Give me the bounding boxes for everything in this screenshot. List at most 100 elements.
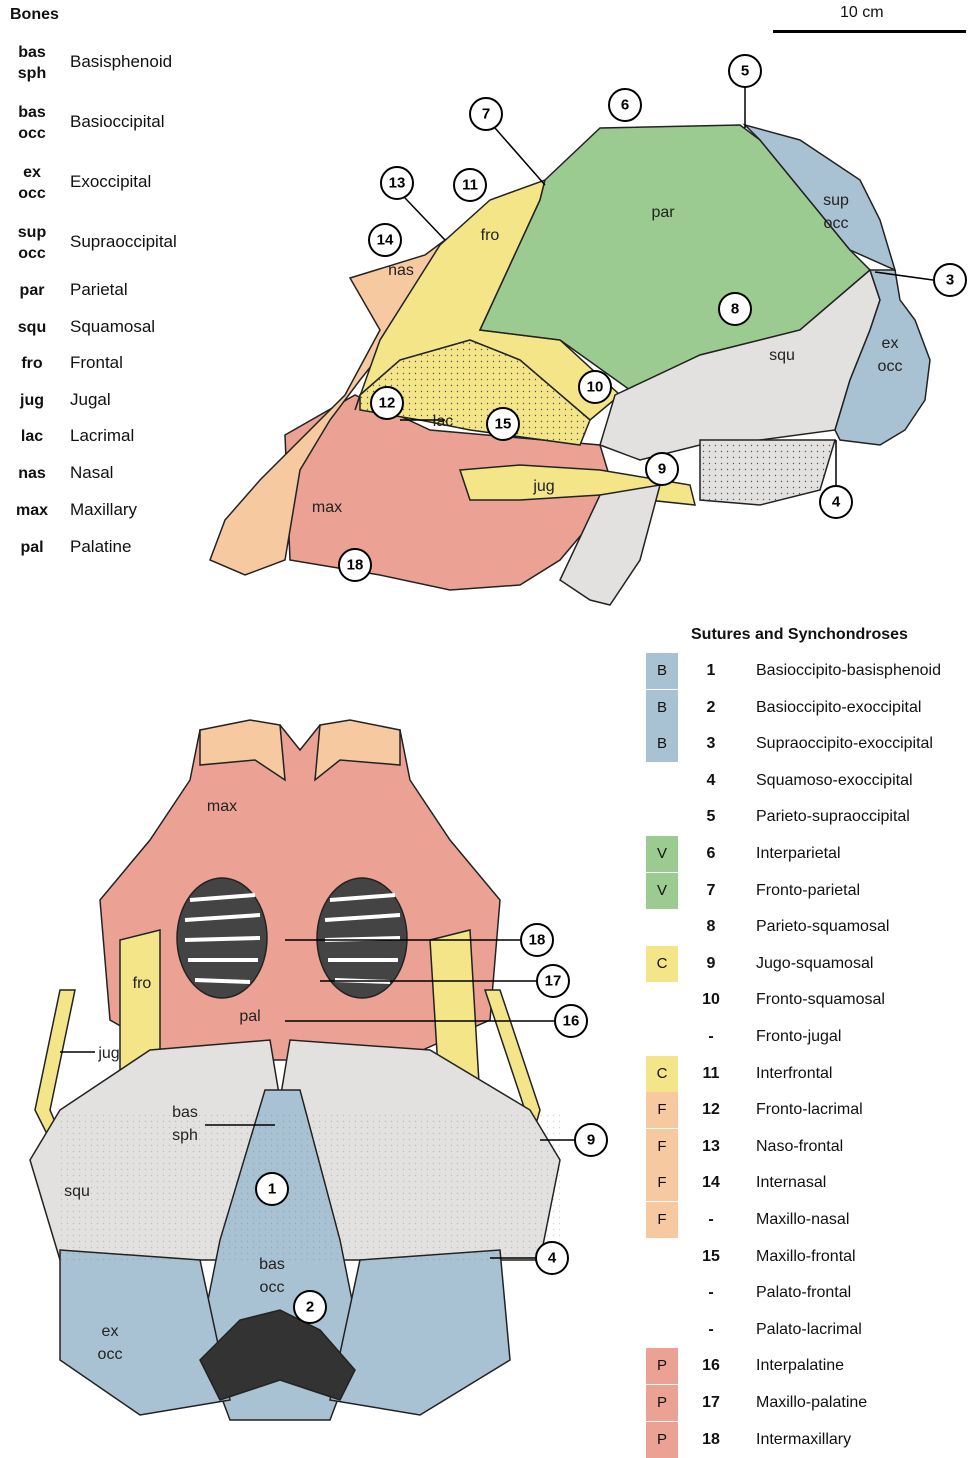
suture-row: -Palato-frontal [646,1275,969,1311]
lateral-callout-12: 12 [371,387,403,419]
suture-number: 12 [692,1092,730,1128]
ventral-label-occ: occ [260,1279,285,1296]
lateral-callout-11: 11 [454,169,486,201]
suture-type-swatch: C [646,1056,678,1092]
svg-text:1: 1 [268,1181,276,1198]
lateral-callout-9: 9 [646,453,678,485]
suture-name: Supraoccipito-exoccipital [756,726,933,762]
suture-number: 7 [692,873,730,909]
ventral-exoccipital-right [330,1250,510,1415]
suture-number: 15 [692,1239,730,1275]
lateral-label-jug: jug [532,478,554,495]
suture-name: Basioccipito-basisphenoid [756,653,941,689]
suture-type-swatch: B [646,690,678,726]
svg-text:18: 18 [529,932,546,949]
svg-text:9: 9 [587,1132,595,1149]
lateral-callout-13: 13 [381,167,413,199]
suture-type-swatch [646,1239,678,1275]
suture-name: Naso-frontal [756,1129,843,1165]
svg-text:17: 17 [545,973,562,990]
suture-row: F 13 Naso-frontal [646,1129,969,1165]
suture-name: Fronto-parietal [756,873,860,909]
suture-type-swatch [646,1019,678,1055]
ventral-label-bas2: bas [259,1256,285,1273]
svg-text:5: 5 [741,63,749,80]
suture-type-swatch: P [646,1385,678,1421]
ventral-label-jug: jug [97,1045,119,1062]
suture-number: - [692,1275,730,1311]
suture-type-swatch: F [646,1202,678,1238]
sutures-legend-title: Sutures and Synchondroses [691,626,908,644]
lateral-callout-10: 10 [579,371,611,403]
lateral-callout-7: 7 [470,98,502,130]
suture-number: 18 [692,1422,730,1458]
ventral-label-max: max [207,798,237,815]
suture-name: Intermaxillary [756,1422,851,1458]
suture-name: Jugo-squamosal [756,946,873,982]
suture-row: P 18 Intermaxillary [646,1422,969,1458]
ventral-label-bas1: bas [172,1104,198,1121]
suture-type-swatch [646,1312,678,1348]
suture-number: - [692,1202,730,1238]
svg-text:10: 10 [587,379,604,396]
lateral-callout-8: 8 [719,293,751,325]
lateral-callout-5: 5 [729,55,761,87]
lateral-label-occ: occ [824,215,849,232]
suture-name: Palato-lacrimal [756,1312,862,1348]
ventral-callout-18: 18 [521,924,553,956]
suture-number: 14 [692,1165,730,1201]
suture-number: 9 [692,946,730,982]
suture-type-swatch [646,1275,678,1311]
ventral-exoccipital-left [60,1250,230,1415]
suture-row: F12Fronto-lacrimal [646,1092,969,1128]
suture-type-swatch: C [646,946,678,982]
svg-text:14: 14 [377,232,394,249]
svg-text:18: 18 [347,557,364,574]
lateral-label-squ: squ [769,347,795,364]
ventral-callout-1: 1 [256,1173,288,1205]
lateral-label-nas: nas [388,262,414,279]
suture-type-swatch: P [646,1422,678,1458]
svg-text:15: 15 [495,416,512,433]
svg-text:12: 12 [379,395,396,412]
suture-type-swatch: V [646,873,678,909]
svg-text:7: 7 [482,106,490,123]
suture-name: Palato-frontal [756,1275,851,1311]
suture-number: 10 [692,982,730,1018]
suture-number: 11 [692,1056,730,1092]
ventral-callout-9: 9 [575,1124,607,1156]
suture-type-swatch [646,763,678,799]
svg-text:13: 13 [389,175,406,192]
suture-type-swatch: P [646,1348,678,1384]
suture-type-swatch: F [646,1129,678,1165]
lateral-callout-3: 3 [934,264,966,296]
lateral-callout-14: 14 [369,224,401,256]
suture-number: - [692,1312,730,1348]
suture-row: B1Basioccipito-basisphenoid [646,653,969,689]
ventral-callout-17: 17 [537,965,569,997]
suture-row: F14Internasal [646,1165,969,1201]
ventral-label-sph: sph [172,1127,198,1144]
ventral-callout-2: 2 [294,1291,326,1323]
suture-name: Fronto-squamosal [756,982,885,1018]
suture-type-swatch: F [646,1092,678,1128]
suture-number: 17 [692,1385,730,1421]
suture-number: 13 [692,1129,730,1165]
suture-name: Basioccipito-exoccipital [756,690,921,726]
ventral-label-fro: fro [133,975,152,992]
svg-text:3: 3 [946,272,954,289]
suture-number: - [692,1019,730,1055]
ventral-callout-4: 4 [536,1242,568,1274]
suture-row: 8Parieto-squamosal [646,909,969,945]
suture-type-swatch: B [646,726,678,762]
suture-number: 3 [692,726,730,762]
suture-name: Interparietal [756,836,841,872]
suture-number: 16 [692,1348,730,1384]
lateral-label-max: max [312,499,342,516]
svg-text:6: 6 [621,97,629,114]
